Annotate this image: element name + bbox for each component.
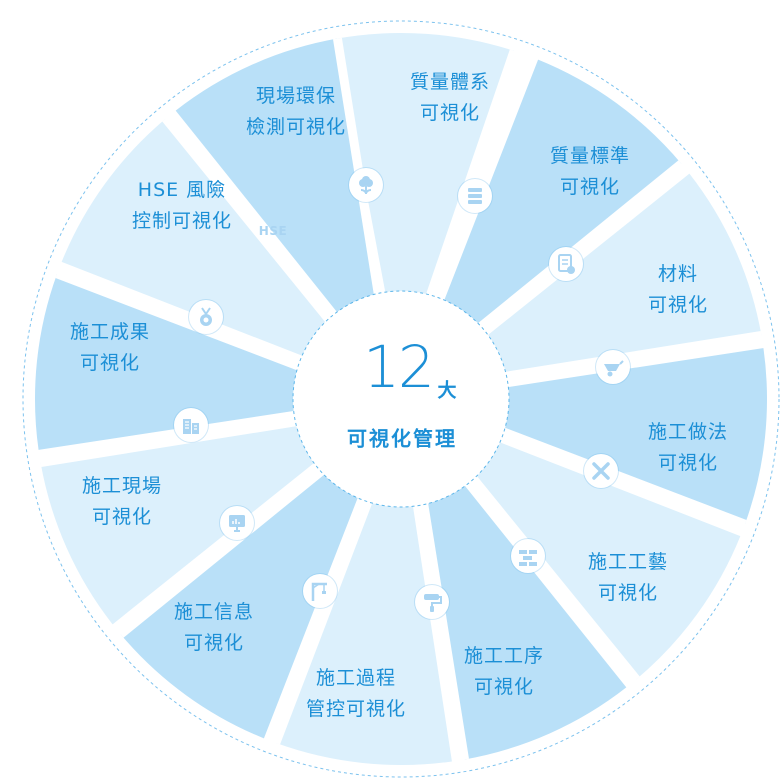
sector-label-construction-method: 施工做法可視化: [648, 417, 728, 479]
sector-label-line2: 可視化: [91, 506, 153, 528]
document-check-icon: [549, 247, 583, 281]
sector-label-line1: 施工過程: [315, 667, 397, 689]
sector-label-line2: 可視化: [657, 452, 719, 474]
flower-icon: [349, 168, 383, 202]
sector-label-construction-craft: 施工工藝可視化: [588, 547, 668, 609]
sector-label-line1: 質量標準: [549, 145, 631, 167]
sector-label-line1: 材料: [657, 263, 699, 285]
sector-label-line2: 可視化: [647, 294, 709, 316]
sector-construction-procedure: [409, 416, 627, 760]
tools-icon: [584, 454, 618, 488]
sector-label-line2: 可視化: [419, 102, 481, 124]
center-circle: [292, 290, 510, 508]
sector-hse-risk: [61, 118, 385, 388]
sector-label-line2: 控制可視化: [131, 210, 233, 232]
buildings-icon: [174, 408, 208, 442]
sector-construction-site: [40, 407, 384, 625]
sector-label-line1: 質量體系: [409, 71, 491, 93]
center-unit: 大: [437, 379, 457, 402]
sector-environment: [175, 38, 393, 382]
sector-label-line2: 可視化: [79, 352, 141, 374]
sector-label-line2: 可視化: [559, 176, 621, 198]
center-number: 12: [363, 333, 435, 401]
server-icon: [458, 179, 492, 213]
sector-label-construction-site: 施工現場可視化: [82, 471, 162, 533]
center-subtitle: 可視化管理: [347, 426, 457, 451]
sector-label-construction-results: 施工成果可視化: [70, 317, 150, 379]
hse-icon: HSE: [258, 224, 288, 238]
sector-label-line2: 可視化: [473, 676, 535, 698]
sector-label-line1: 施工做法: [647, 421, 729, 443]
sector-quality-system: [337, 32, 515, 380]
sector-label-environment: 現場環保檢測可視化: [246, 81, 346, 143]
sector-label-hse-risk: HSE 風險控制可視化: [132, 175, 232, 237]
sector-label-line2: 檢測可視化: [245, 116, 347, 138]
sector-label-construction-process: 施工過程管控可視化: [306, 663, 406, 725]
sector-label-line1: 施工信息: [173, 601, 255, 623]
sector-label-line1: 施工成果: [69, 321, 151, 343]
sector-label-construction-info: 施工信息可視化: [174, 597, 254, 659]
wheelbarrow-icon: [596, 350, 630, 384]
bricks-icon: [511, 539, 545, 573]
sector-construction-craft: [417, 410, 741, 680]
paint-roller-icon: [415, 585, 449, 619]
sector-label-line1: HSE 風險: [137, 179, 227, 201]
sector-label-quality-system: 質量體系可視化: [410, 67, 490, 129]
sector-label-construction-procedure: 施工工序可視化: [464, 641, 544, 703]
crane-icon: [303, 574, 337, 608]
sector-label-line1: 施工現場: [81, 475, 163, 497]
monitor-icon: [220, 506, 254, 540]
sector-label-line1: 現場環保: [255, 85, 337, 107]
outer-dashed-ring: [22, 20, 780, 778]
sector-label-line1: 施工工序: [463, 645, 545, 667]
sector-label-line2: 可視化: [597, 582, 659, 604]
sector-label-line2: 管控可視化: [305, 698, 407, 720]
sector-label-line1: 施工工藝: [587, 551, 669, 573]
sector-label-line2: 可視化: [183, 632, 245, 654]
sector-construction-info: [120, 415, 390, 739]
sector-quality-standard: [412, 59, 682, 383]
sector-label-quality-standard: 質量標準可視化: [550, 141, 630, 203]
sector-materials: [418, 173, 762, 391]
medal-icon: [189, 300, 223, 334]
sector-label-materials: 材料可視化: [648, 259, 708, 321]
